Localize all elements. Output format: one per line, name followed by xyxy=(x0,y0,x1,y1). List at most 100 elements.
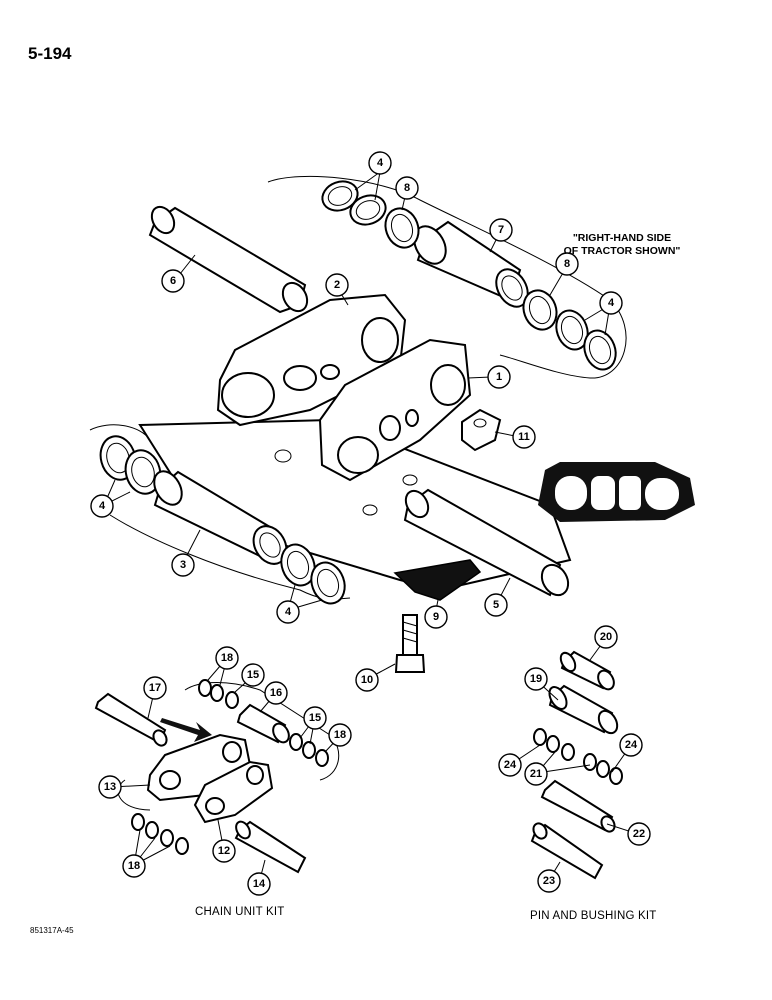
callout-14: 14 xyxy=(247,872,271,896)
callout-4: 4 xyxy=(368,151,392,175)
link-bore xyxy=(337,436,379,474)
link-window xyxy=(379,415,401,441)
callout-label: 23 xyxy=(543,875,555,887)
callout-label: 10 xyxy=(361,674,373,686)
callout-label: 14 xyxy=(253,878,266,890)
callout-label: 11 xyxy=(518,431,530,443)
callout-label: 4 xyxy=(285,606,292,618)
callout-label: 6 xyxy=(170,275,176,287)
shoe-bolt-hole xyxy=(274,449,292,463)
callout-label: 8 xyxy=(564,258,570,270)
callout-1: 1 xyxy=(487,365,511,389)
callout-label: 4 xyxy=(608,297,615,309)
callout-label: 7 xyxy=(498,224,504,236)
callout-8: 8 xyxy=(395,176,419,200)
chain-seal-ring xyxy=(131,813,145,831)
pin-seal-ring xyxy=(533,728,547,746)
seal-ring xyxy=(583,329,617,371)
track-bushing xyxy=(153,470,288,565)
chain-seal-ring xyxy=(302,741,316,759)
callout-15: 15 xyxy=(303,706,327,730)
callout-2: 2 xyxy=(325,273,349,297)
callout-18: 18 xyxy=(328,723,352,747)
callout-label: 20 xyxy=(600,631,612,643)
callout-label: 2 xyxy=(334,279,340,291)
pin-seal-ring xyxy=(596,760,610,778)
link-bore xyxy=(205,797,225,815)
callout-label: 21 xyxy=(530,768,542,780)
chain-seal-ring xyxy=(198,679,212,697)
callout-label: 8 xyxy=(404,182,410,194)
link-bore xyxy=(159,770,181,790)
callout-7: 7 xyxy=(489,218,513,242)
link-profile-silhouette xyxy=(538,462,695,522)
callout-24: 24 xyxy=(619,733,643,757)
callout-label: 15 xyxy=(309,712,321,724)
seal-ring-inner xyxy=(588,335,612,365)
callout-label: 18 xyxy=(221,652,233,664)
callout-6: 6 xyxy=(161,269,185,293)
callout-15: 15 xyxy=(241,663,265,687)
callout-label: 13 xyxy=(104,781,116,793)
view-caption-line-1: "RIGHT-HAND SIDE xyxy=(572,232,672,244)
callout-4: 4 xyxy=(90,494,114,518)
callout-19: 19 xyxy=(524,667,548,691)
pin-seal-ring xyxy=(609,767,623,785)
callout-label: 4 xyxy=(99,500,106,512)
spacer-ring-inner xyxy=(528,295,552,325)
callout-5: 5 xyxy=(484,593,508,617)
chain-seal-ring xyxy=(225,691,239,709)
callout-9: 9 xyxy=(424,605,448,629)
link-bore xyxy=(221,372,275,418)
track-bushing xyxy=(413,220,529,308)
link-bore xyxy=(361,317,399,363)
chain-seal-ring xyxy=(210,684,224,702)
callout-label: 5 xyxy=(493,599,499,611)
callout-label: 19 xyxy=(530,673,542,685)
chain-seal-ring xyxy=(175,837,189,855)
seal-ring-inner xyxy=(286,550,310,580)
pin-22 xyxy=(540,779,616,833)
callout-16: 16 xyxy=(264,681,288,705)
track-pin xyxy=(403,488,570,597)
callout-12: 12 xyxy=(212,839,236,863)
pin-bushing-kit-label: PIN AND BUSHING KIT xyxy=(530,910,657,922)
master-pin-17 xyxy=(94,692,168,747)
track-pin xyxy=(148,205,309,314)
shoe-bolt-hole xyxy=(362,504,378,516)
chain-unit-kit-label: CHAIN UNIT KIT xyxy=(195,906,285,918)
callout-21: 21 xyxy=(524,762,548,786)
pin-23 xyxy=(530,822,604,880)
view-caption-line-2: OF TRACTOR SHOWN" xyxy=(563,245,681,257)
callout-label: 17 xyxy=(149,682,161,694)
seal-ring-inner xyxy=(131,456,155,488)
assembly-outline xyxy=(267,175,627,379)
seal-ring-inner xyxy=(327,186,353,206)
callout-20: 20 xyxy=(594,625,618,649)
chain-seal-ring xyxy=(289,733,303,751)
callout-17: 17 xyxy=(143,676,167,700)
seal-ring-inner xyxy=(560,315,584,345)
callout-label: 18 xyxy=(334,729,346,741)
shoe-nut xyxy=(461,408,502,452)
callout-10: 10 xyxy=(355,668,379,692)
shoe-grouser xyxy=(393,559,482,601)
link-bore xyxy=(246,765,264,785)
seal-ring-inner xyxy=(106,442,130,474)
bushing-20 xyxy=(559,650,615,691)
callout-label: 9 xyxy=(433,611,439,623)
page-number: 5-194 xyxy=(28,44,72,63)
link-window xyxy=(405,409,419,427)
callout-label: 15 xyxy=(247,669,259,681)
chain-bushing-16 xyxy=(236,703,290,744)
chain-seal-ring xyxy=(145,821,159,839)
link-window xyxy=(283,365,317,391)
seal-ring xyxy=(555,309,589,351)
callout-label: 4 xyxy=(377,157,384,169)
callout-label: 18 xyxy=(128,860,140,872)
callout-label: 22 xyxy=(633,828,645,840)
callout-23: 23 xyxy=(537,869,561,893)
drawing-reference: 851317A-45 xyxy=(30,926,74,935)
callout-24: 24 xyxy=(498,753,522,777)
seal-ring-inner xyxy=(355,200,381,220)
